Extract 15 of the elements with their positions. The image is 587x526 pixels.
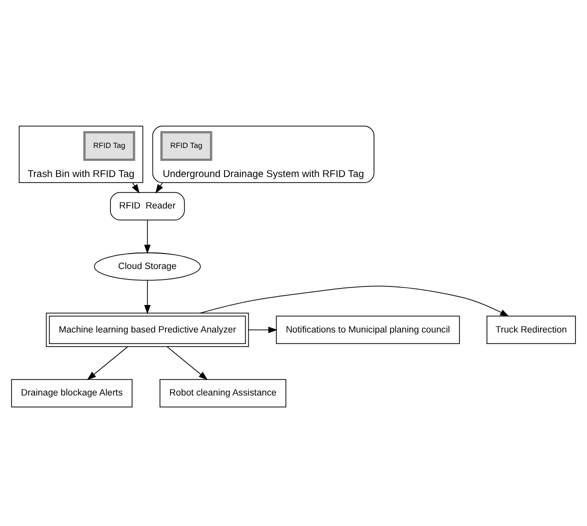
node-box: RFID Reader [110, 192, 185, 220]
node-box: Drainage blockage Alerts [11, 378, 132, 407]
node-box: Truck Redirection [486, 315, 576, 344]
arrow [166, 346, 208, 380]
node-box: Robot cleaning Assistance [160, 378, 286, 407]
arrow [248, 326, 278, 333]
node-box: Notifications to Municipal planing council [276, 315, 460, 344]
arrow [200, 285, 510, 316]
node-box: RFID Tag [83, 130, 136, 160]
arrow [144, 219, 151, 254]
node-box: Machine learning based Predictive Analyzer [46, 312, 249, 347]
arrow [86, 346, 128, 380]
node-box: RFID Tag [160, 130, 212, 160]
arrow [144, 280, 151, 314]
node-ellipse: Cloud Storage [94, 252, 201, 280]
